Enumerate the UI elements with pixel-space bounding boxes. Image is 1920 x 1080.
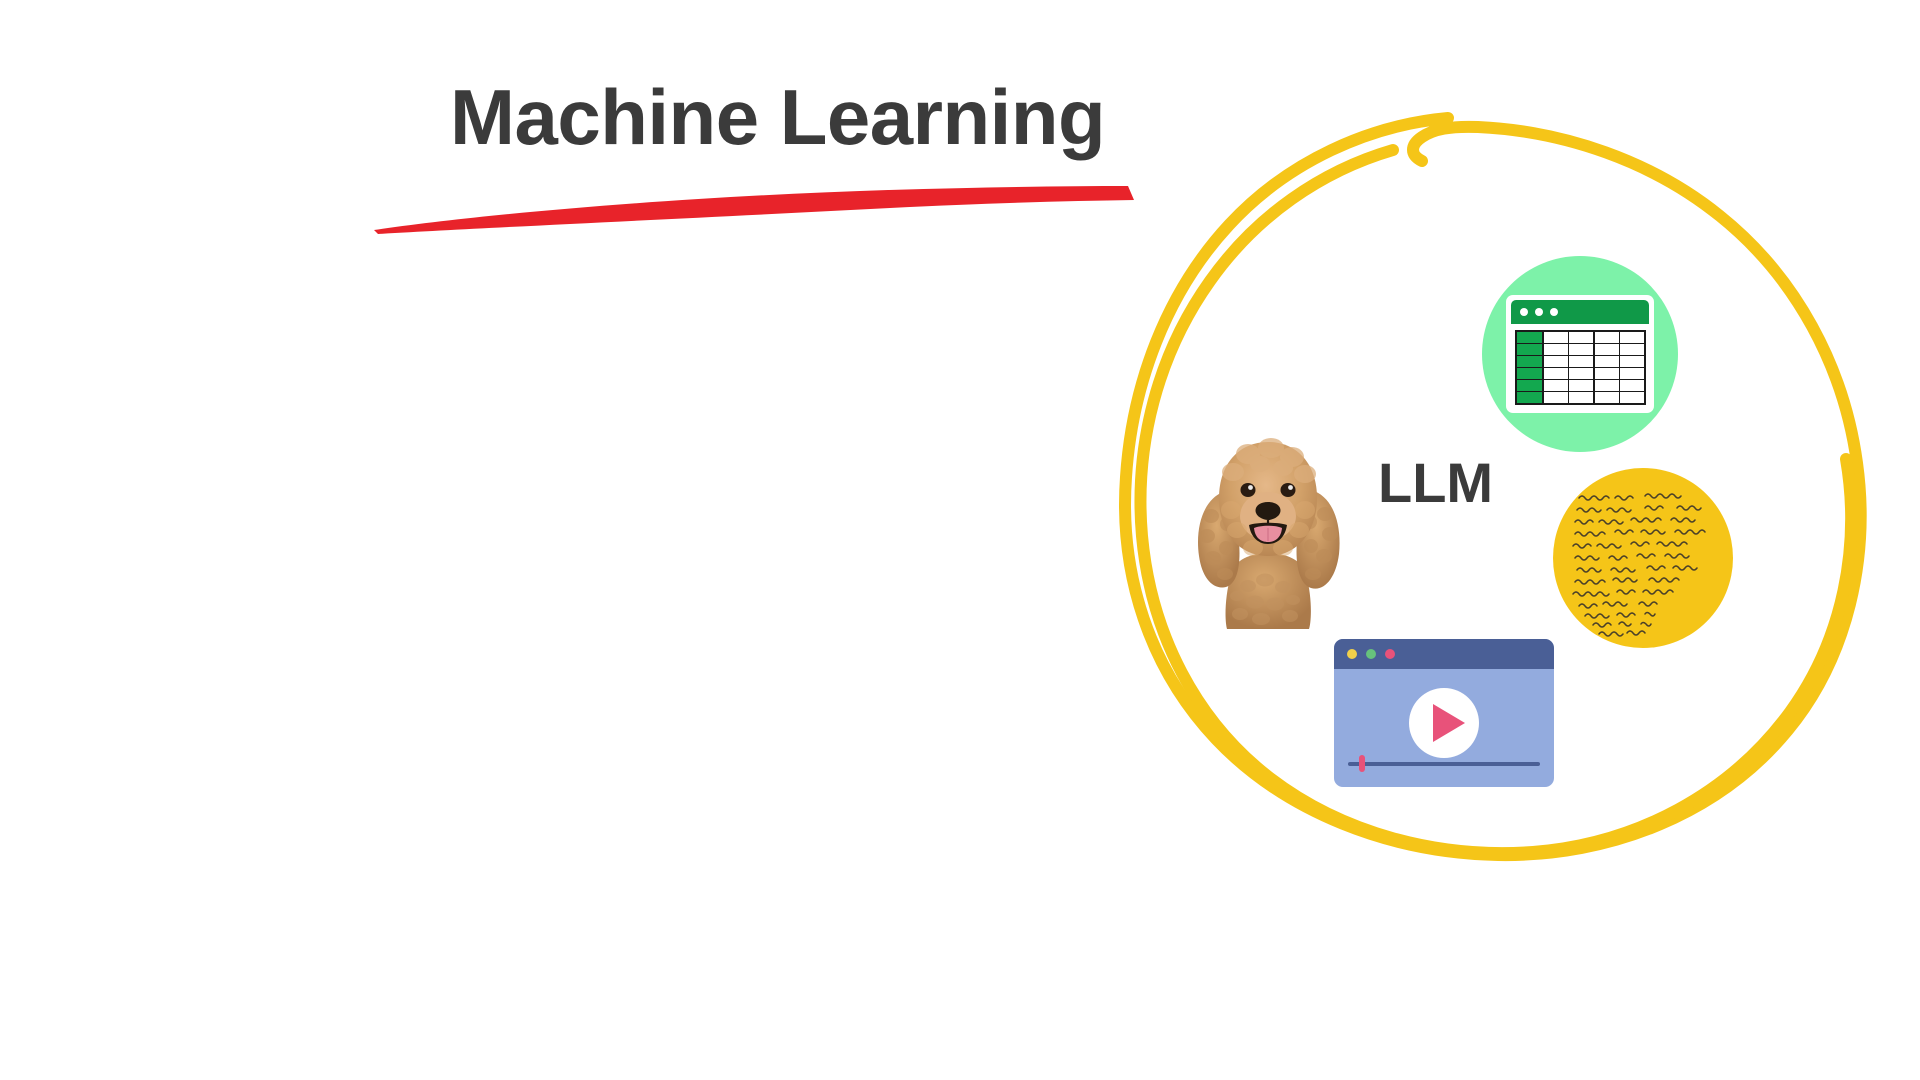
video-seek-bar[interactable] [1348, 755, 1540, 772]
play-button[interactable] [1409, 688, 1479, 759]
page-title: Machine Learning [450, 73, 1106, 161]
video-window-titlebar [1334, 639, 1554, 669]
llm-label: LLM [1378, 451, 1494, 514]
title-underline-stroke [374, 186, 1134, 234]
spreadsheet-grid [1515, 330, 1646, 405]
title-block: Machine Learning [374, 78, 1134, 234]
window-dot-yellow-icon [1347, 649, 1357, 659]
play-triangle-icon [1432, 704, 1465, 743]
window-dot-red-icon [1385, 649, 1395, 659]
video-player-card[interactable] [1334, 639, 1554, 787]
window-dot-green-icon [1366, 649, 1376, 659]
handwritten-note-icon [1572, 493, 1706, 637]
video-body [1334, 669, 1554, 787]
poodle-dog-photo [1198, 438, 1340, 629]
window-dot-icon [1550, 308, 1558, 316]
window-dot-icon [1520, 308, 1528, 316]
seek-knob[interactable] [1359, 755, 1365, 772]
seek-track [1348, 761, 1540, 766]
spreadsheet-window-titlebar [1511, 300, 1649, 324]
handwritten-note-badge[interactable] [1553, 468, 1733, 648]
window-dot-icon [1535, 308, 1543, 316]
spreadsheet-badge[interactable] [1482, 256, 1678, 452]
spreadsheet-icon [1506, 295, 1654, 413]
